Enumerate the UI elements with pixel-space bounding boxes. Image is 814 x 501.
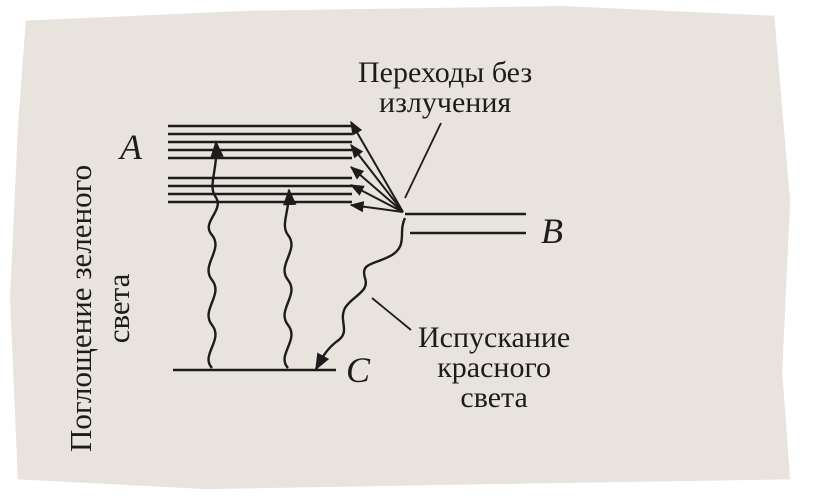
level-c-label: C [346, 350, 371, 390]
absorption-caption-line2: света [101, 273, 136, 344]
leader-emission [371, 297, 412, 331]
leader-nonradiative [404, 122, 442, 199]
level-a-lower-band [168, 176, 352, 204]
emission-caption-line1: Испускание [418, 321, 571, 354]
absorption-wave-left [207, 140, 224, 369]
nonradiative-caption-line2: излучения [379, 86, 512, 119]
absorption-caption-line1: Поглощение зеленого [63, 164, 98, 452]
emission-wave [314, 217, 407, 371]
nonradiative-caption-line1: Переходы без [358, 56, 533, 89]
absorption-caption: Поглощение зеленого света [62, 165, 138, 452]
emission-caption: Испускание красного света [418, 323, 570, 413]
level-b-label: B [541, 211, 563, 251]
emission-caption-line2: красного [437, 351, 552, 384]
level-a-upper-band [168, 124, 352, 160]
level-b-lines [405, 212, 526, 235]
nonradiative-arrows [349, 120, 404, 213]
nonradiative-caption: Переходы без излучения [358, 58, 532, 118]
absorption-wave-right [283, 188, 297, 369]
level-a-label: A [120, 127, 142, 167]
emission-caption-line3: света [460, 381, 528, 414]
